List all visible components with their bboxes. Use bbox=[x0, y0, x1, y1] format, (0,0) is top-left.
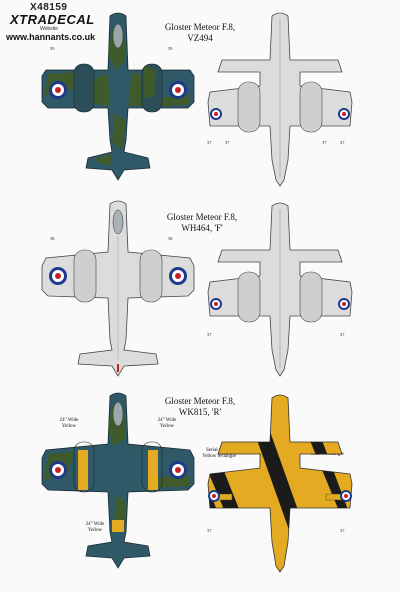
note-wide-yellow-tail: 24" Wide Yellow bbox=[85, 522, 105, 533]
plane-top-view-camouflage bbox=[41, 12, 195, 181]
plane-under-view-silver bbox=[207, 12, 353, 187]
caption-profile-2: Gloster Meteor F.8, WH464, 'F' bbox=[152, 212, 252, 234]
caption-serial: VZ494 bbox=[187, 33, 213, 43]
callout-38: 38 bbox=[50, 236, 55, 241]
plane-under-view-yellow-black bbox=[207, 394, 353, 573]
caption-title: Gloster Meteor F.8, bbox=[166, 212, 238, 222]
plane-top-view-silver bbox=[41, 200, 195, 377]
plane-top-view-camouflage bbox=[41, 12, 195, 181]
caption-serial: WK815, 'R' bbox=[178, 407, 222, 417]
website-link[interactable]: www.hannants.co.uk bbox=[6, 32, 96, 42]
callout-37: 37 bbox=[322, 140, 327, 145]
plane-under-view-silver-2 bbox=[207, 202, 353, 377]
plane-top-view-camo-yellow-bands bbox=[41, 392, 195, 569]
callout-37: 37 bbox=[207, 140, 212, 145]
callout-37: 37 bbox=[207, 332, 212, 337]
product-code: X48159 bbox=[30, 2, 68, 13]
callout-37: 37 bbox=[340, 332, 345, 337]
plane-top-view-silver bbox=[41, 200, 195, 377]
callout-37: 37 bbox=[225, 140, 230, 145]
caption-profile-1: Gloster Meteor F.8, VZ494 bbox=[150, 22, 250, 44]
plane-under-view-silver bbox=[207, 12, 353, 187]
callout-37: 37 bbox=[340, 528, 345, 533]
caption-title: Gloster Meteor F.8, bbox=[164, 22, 236, 32]
logo-subtitle: Website bbox=[40, 26, 58, 32]
plane-under-view-yellow-black bbox=[207, 394, 353, 573]
caption-title: Gloster Meteor F.8, bbox=[164, 396, 236, 406]
callout-39: 39 bbox=[168, 46, 173, 51]
caption-profile-3: Gloster Meteor F.8, WK815, 'R' bbox=[150, 396, 250, 418]
plane-top-view-camo-yellow-bands bbox=[41, 392, 195, 569]
caption-serial: WH464, 'F' bbox=[181, 223, 223, 233]
brand-logo: XTRADECAL bbox=[10, 12, 95, 27]
callout-39: 39 bbox=[50, 46, 55, 51]
note-wide-yellow-right: 24" Wide Yellow bbox=[157, 418, 177, 429]
note-wide-yellow-left: 24" Wide Yellow bbox=[59, 418, 79, 429]
callout-37: 37 bbox=[207, 528, 212, 533]
callout-37: 37 bbox=[340, 140, 345, 145]
plane-under-view-silver-2 bbox=[207, 202, 353, 377]
callout-38: 38 bbox=[168, 236, 173, 241]
